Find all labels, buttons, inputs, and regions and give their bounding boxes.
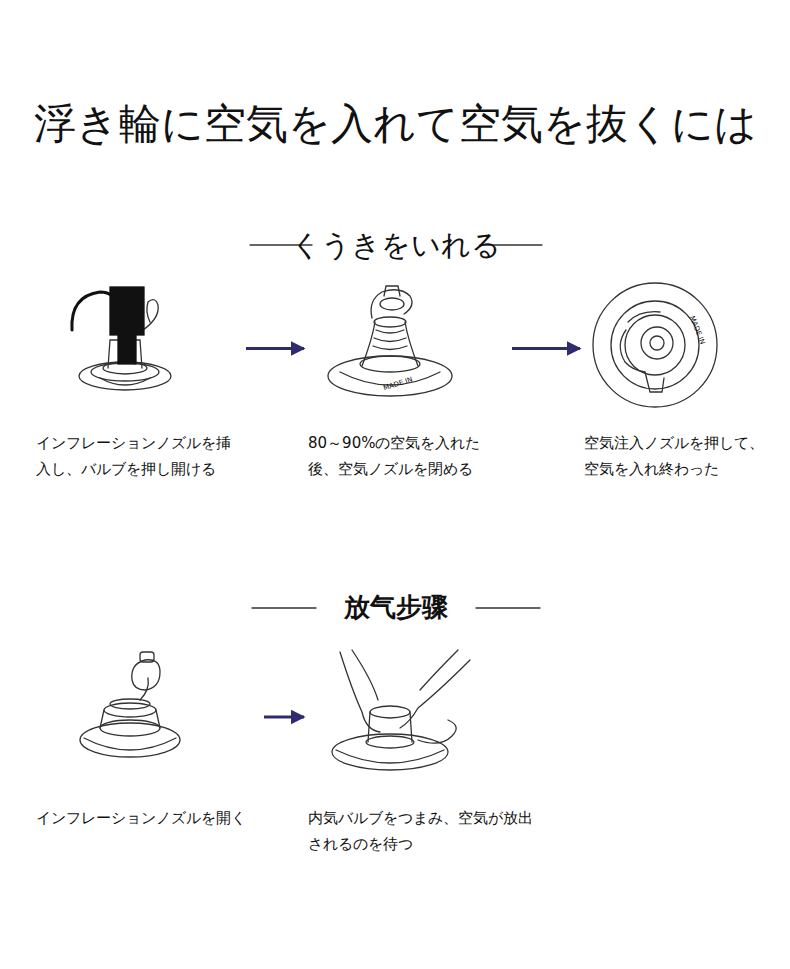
pump-illustration <box>72 287 171 390</box>
step-caption: 80～90%の空気を入れた後、空気ノズルを閉める <box>308 430 508 483</box>
rule <box>476 607 540 608</box>
rule <box>252 607 316 608</box>
step: 80～90%の空気を入れた後、空気ノズルを閉める <box>308 282 508 483</box>
step-caption: 内気バルブをつまみ、空気が放出されるのを待つ <box>308 805 534 858</box>
valve-illustration <box>328 286 452 396</box>
valve-top-illustration <box>593 283 717 407</box>
step-caption: インフレーションノズルを開く <box>36 805 260 831</box>
section-heading: くうきをいれる <box>291 228 501 263</box>
section-heading: 放气步骤 <box>344 592 448 623</box>
step: インフレーションノズルを開く <box>36 645 260 831</box>
step-arrow <box>246 347 304 350</box>
step: 内気バルブをつまみ、空気が放出されるのを待つ <box>308 645 534 858</box>
product-mark: MADE IN <box>382 375 413 392</box>
step-arrow <box>512 347 580 350</box>
open-valve-illustration <box>80 652 180 757</box>
step-arrow <box>264 716 304 719</box>
step-caption: インフレーションノズルを挿入し、バルブを押し開ける <box>36 430 242 483</box>
step: インフレーションノズルを挿入し、バルブを押し開ける <box>36 282 242 483</box>
pinch-illustration <box>332 650 470 770</box>
step: 空気注入ノズルを押して、空気を入れ終わった <box>584 282 774 483</box>
title: 浮き輪に空気を入れて空気を抜くには <box>0 96 790 152</box>
step-caption: 空気注入ノズルを押して、空気を入れ終わった <box>584 430 774 483</box>
product-mark: MADE IN <box>687 314 706 345</box>
